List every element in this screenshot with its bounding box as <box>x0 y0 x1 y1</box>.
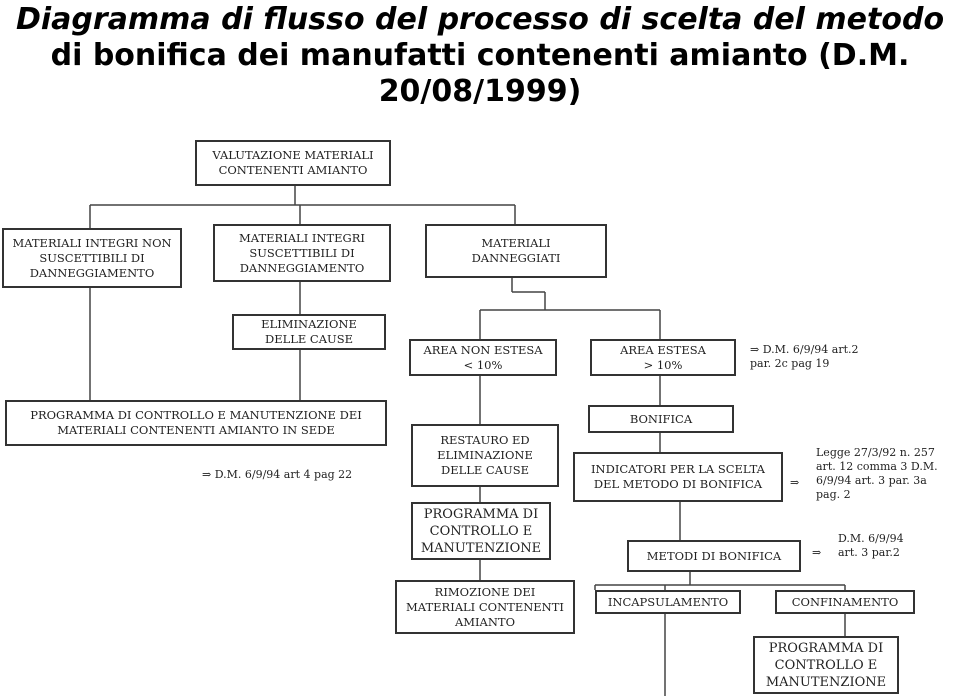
box-confinamento: CONFINAMENTO <box>775 590 915 614</box>
reference-dm-art3: D.M. 6/9/94 art. 3 par.2 <box>838 532 904 559</box>
box-area-estesa: AREA ESTESA > 10% <box>590 339 736 376</box>
box-valutazione-materiali: VALUTAZIONE MATERIALI CONTENENTI AMIANTO <box>195 140 391 186</box>
box-rimozione-materiali: RIMOZIONE DEI MATERIALI CONTENENTI AMIAN… <box>395 580 575 634</box>
box-indicatori-scelta: INDICATORI PER LA SCELTA DEL METODO DI B… <box>573 452 783 502</box>
box-materiali-danneggiati: MATERIALI DANNEGGIATI <box>425 224 607 278</box>
arrow-metodi: ⇒ <box>812 546 822 559</box>
box-metodi-bonifica: METODI DI BONIFICA <box>627 540 801 572</box>
box-bonifica: BONIFICA <box>588 405 734 433</box>
box-programma-controllo-2: PROGRAMMA DI CONTROLLO E MANUTENZIONE <box>753 636 899 694</box>
reference-dm-art2: ⇒ D.M. 6/9/94 art.2 par. 2c pag 19 <box>750 343 859 370</box>
reference-dm-art4: ⇒ D.M. 6/9/94 art 4 pag 22 <box>202 468 353 481</box>
title-line-3: 20/08/1999) <box>378 74 582 109</box>
diagram-title: Diagramma di flusso del processo di scel… <box>0 2 960 110</box>
box-area-non-estesa: AREA NON ESTESA < 10% <box>409 339 557 376</box>
arrow-indicatori: ⇒ <box>790 476 800 489</box>
box-programma-controllo-1: PROGRAMMA DI CONTROLLO E MANUTENZIONE <box>411 502 551 560</box>
title-line-1: Diagramma di flusso del processo di scel… <box>15 2 945 37</box>
reference-legge-257: Legge 27/3/92 n. 257 art. 12 comma 3 D.M… <box>816 446 938 501</box>
box-restauro-eliminazione: RESTAURO ED ELIMINAZIONE DELLE CAUSE <box>411 424 559 487</box>
box-incapsulamento: INCAPSULAMENTO <box>595 590 741 614</box>
box-materiali-integri-non-suscettibili: MATERIALI INTEGRI NON SUSCETTIBILI DI DA… <box>2 228 182 288</box>
title-line-2: di bonifica dei manufatti contenenti ami… <box>50 38 910 73</box>
box-programma-controllo-sede: PROGRAMMA DI CONTROLLO E MANUTENZIONE DE… <box>5 400 387 446</box>
box-eliminazione-cause: ELIMINAZIONE DELLE CAUSE <box>232 314 386 350</box>
box-materiali-integri-suscettibili: MATERIALI INTEGRI SUSCETTIBILI DI DANNEG… <box>213 224 391 282</box>
